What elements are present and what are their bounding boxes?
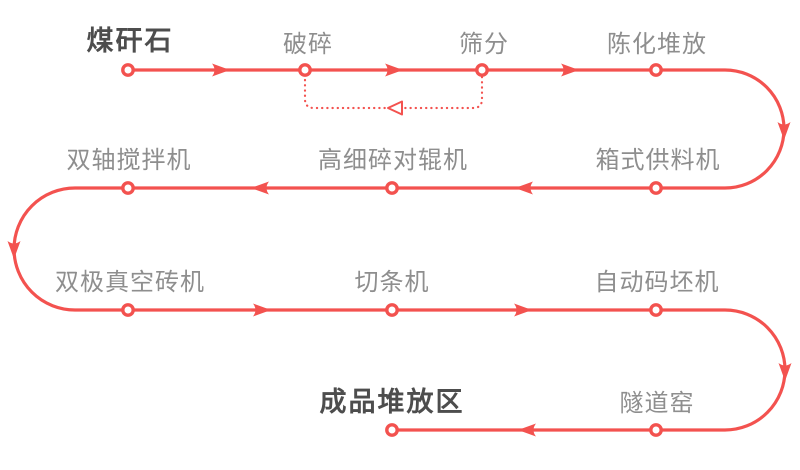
arrow-left-icon <box>251 181 269 195</box>
step-label-crushing: 破碎 <box>283 31 333 58</box>
return-loop-line <box>303 75 484 110</box>
node-dot <box>385 181 399 195</box>
step-label-auto-stacker: 自动码坯机 <box>594 269 720 296</box>
node-dot <box>121 303 135 317</box>
node-dot <box>121 63 135 77</box>
step-label-strip-cutter: 切条机 <box>354 269 430 296</box>
arrow-right-icon <box>561 63 579 77</box>
step-label-screening: 筛分 <box>459 31 509 58</box>
step-label-aging-stockpile: 陈化堆放 <box>607 31 707 58</box>
step-label-double-shaft-mixer: 双轴搅拌机 <box>66 147 192 174</box>
node-dot <box>649 181 663 195</box>
node-dot <box>385 303 399 317</box>
step-label-vacuum-brick-machine: 双极真空砖机 <box>55 269 205 296</box>
step-label-tunnel-kiln: 隧道窑 <box>619 390 695 417</box>
node-dot <box>649 303 663 317</box>
node-dot <box>121 181 135 195</box>
arrow-down-icon <box>7 241 21 259</box>
step-label-finished-product-area: 成品堆放区 <box>319 387 465 417</box>
arrow-right-icon <box>253 303 271 317</box>
arrow-right-icon <box>212 63 230 77</box>
arrow-down-icon <box>778 363 792 381</box>
node-dot <box>385 423 399 437</box>
node-dot <box>649 63 663 77</box>
node-dot <box>475 63 489 77</box>
arrow-left-icon <box>515 181 533 195</box>
node-dot <box>649 423 663 437</box>
main-flow-line <box>12 68 787 432</box>
arrow-right-icon <box>385 63 403 77</box>
return-loop-arrow-icon <box>387 100 403 116</box>
arrow-right-icon <box>514 303 532 317</box>
step-label-fine-roller-crusher: 高细碎对辊机 <box>318 147 468 174</box>
step-label-coal-gangue: 煤矸石 <box>86 26 174 56</box>
arrow-down-icon <box>777 122 791 140</box>
arrow-left-icon <box>518 423 536 437</box>
node-dot <box>298 63 312 77</box>
step-label-box-feeder: 箱式供料机 <box>595 147 721 174</box>
